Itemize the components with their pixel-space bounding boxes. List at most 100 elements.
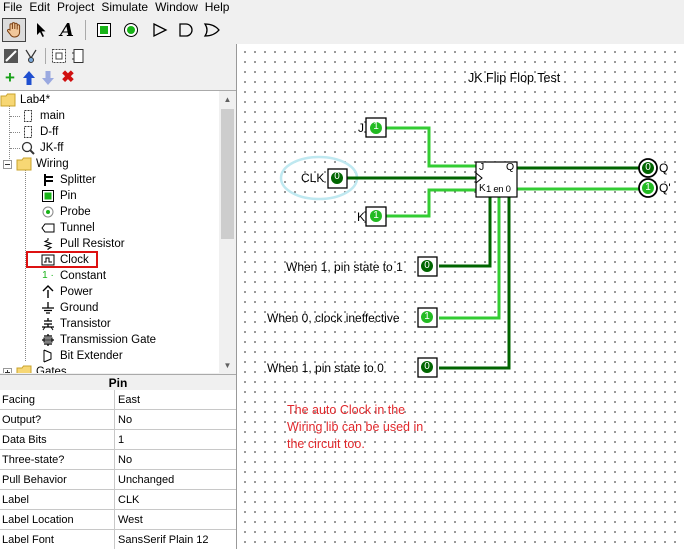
ff-k-label: K — [479, 183, 486, 194]
attribute-value[interactable]: Unchanged — [118, 474, 175, 486]
jk-flipflop-body[interactable] — [475, 161, 518, 198]
output-pin-icon[interactable] — [119, 18, 143, 42]
tree-item-label: Splitter — [60, 174, 96, 186]
magnifier-circuit-icon — [20, 140, 36, 156]
simulation-tree-icon[interactable] — [22, 47, 40, 65]
tunnel-icon — [40, 220, 56, 236]
attribute-value[interactable]: 1 — [118, 434, 125, 446]
tree-item-label: Clock — [60, 254, 89, 266]
select-arrow-icon[interactable] — [29, 18, 53, 42]
attribute-value[interactable]: SansSerif Plain 12 — [118, 534, 209, 546]
tree-item-ground[interactable]: Ground — [40, 300, 98, 316]
ff-j-label: J — [479, 161, 485, 173]
wire-clear — [439, 196, 511, 370]
attribute-row-three-state[interactable]: Three-state?No — [0, 450, 236, 470]
project-node[interactable]: Lab4* — [0, 92, 50, 108]
tree-item-tunnel[interactable]: Tunnel — [40, 220, 95, 236]
pin-enable-value: 1 — [424, 311, 430, 322]
attribute-value[interactable]: CLK — [118, 494, 140, 506]
tree-item-bit-extender[interactable]: Bit Extender — [40, 348, 123, 364]
expand-icon[interactable] — [2, 364, 12, 373]
attribute-value[interactable]: East — [118, 394, 141, 406]
add-circuit-icon[interactable]: + — [5, 68, 15, 87]
scroll-thumb[interactable] — [221, 109, 234, 239]
pin-j-led — [370, 122, 382, 134]
folder-icon — [16, 364, 32, 373]
text-tool-icon[interactable]: A — [60, 19, 74, 41]
pin-icon — [40, 188, 56, 204]
clock-icon — [40, 252, 56, 268]
menu-bar: File Edit Project Simulate Window Help — [0, 0, 684, 16]
attribute-row-output[interactable]: Output?No — [0, 410, 236, 430]
panel-splitter[interactable] — [236, 44, 237, 549]
explorer-toolbox-icon[interactable] — [2, 47, 20, 65]
attribute-value[interactable]: No — [118, 454, 133, 466]
menu-project[interactable]: Project — [57, 0, 95, 14]
output-qbar-label: Q' — [659, 181, 671, 195]
tree-scrollbar[interactable]: ▲ ▼ — [219, 91, 236, 373]
folder-icon — [16, 156, 32, 172]
tree-item-transistor[interactable]: Transistor — [40, 316, 111, 332]
tree-item-clock[interactable]: Clock — [40, 252, 89, 268]
library-wiring-label: Wiring — [36, 158, 69, 170]
project-name: Lab4* — [20, 94, 51, 106]
move-up-icon[interactable] — [20, 69, 38, 87]
attribute-table-title: Pin — [0, 374, 236, 390]
menu-help[interactable]: Help — [204, 0, 230, 14]
or-gate-icon[interactable] — [200, 18, 224, 42]
pin-k-label: K — [357, 210, 366, 224]
tree-item-power[interactable]: Power — [40, 284, 93, 300]
buffer-gate-icon[interactable] — [148, 18, 172, 42]
circuit-canvas[interactable]: JK Flip Flop Test J 1 CLK 0 K 1 When 1, … — [237, 44, 684, 549]
pin-clk-label: CLK — [301, 171, 325, 185]
tree-item-label: Transmission Gate — [60, 334, 157, 346]
input-pin-icon[interactable] — [92, 18, 116, 42]
ground-icon — [40, 300, 56, 316]
pin-clear-led — [421, 361, 433, 373]
ff-bottom-labels: 1 en 0 — [486, 184, 511, 195]
library-wiring[interactable]: Wiring — [2, 156, 69, 172]
tree-item-label: Probe — [60, 206, 91, 218]
menu-window[interactable]: Window — [155, 0, 198, 14]
layout-view-icon[interactable] — [50, 47, 68, 65]
clock-triangle — [475, 172, 483, 184]
explorer-toolbar: + ✖ — [0, 44, 236, 90]
circuit-d-ff[interactable]: D-ff — [20, 124, 58, 140]
tree-item-label: Transistor — [60, 318, 111, 330]
constant-icon: 1 · — [42, 270, 54, 281]
menu-file[interactable]: File — [3, 0, 23, 14]
move-down-icon[interactable] — [39, 69, 57, 87]
library-gates[interactable]: Gates — [2, 364, 67, 373]
circuit-jk-ff[interactable]: JK-ff — [20, 140, 63, 156]
wire-j — [385, 126, 478, 168]
pin-clk-led — [331, 172, 343, 184]
output-q-led — [642, 162, 654, 174]
tree-item-probe[interactable]: Probe — [40, 204, 91, 220]
attribute-value[interactable]: West — [118, 514, 143, 526]
scroll-up-icon[interactable]: ▲ — [223, 95, 232, 104]
circuit-main[interactable]: main — [20, 108, 65, 124]
tree-item-splitter[interactable]: Splitter — [40, 172, 96, 188]
and-gate-icon[interactable] — [174, 18, 198, 42]
attribute-key: Label Location — [1, 510, 115, 530]
appearance-view-icon[interactable] — [69, 47, 87, 65]
attribute-value[interactable]: No — [118, 414, 133, 426]
collapse-icon[interactable] — [2, 156, 12, 172]
probe-icon — [40, 204, 56, 220]
pin-k-value: 1 — [373, 210, 379, 221]
scroll-down-icon[interactable]: ▼ — [223, 361, 232, 370]
delete-circuit-icon[interactable]: ✖ — [61, 69, 75, 86]
tree-item-transmission-gate[interactable]: Transmission Gate — [40, 332, 156, 348]
tree-item-constant[interactable]: 1 · Constant — [40, 268, 106, 284]
tree-item-pin[interactable]: Pin — [40, 188, 77, 204]
tree-item-pull-resistor[interactable]: Pull Resistor — [40, 236, 125, 252]
menu-edit[interactable]: Edit — [29, 0, 51, 14]
hand-tool-icon[interactable] — [2, 18, 26, 42]
menu-simulate[interactable]: Simulate — [101, 0, 149, 14]
